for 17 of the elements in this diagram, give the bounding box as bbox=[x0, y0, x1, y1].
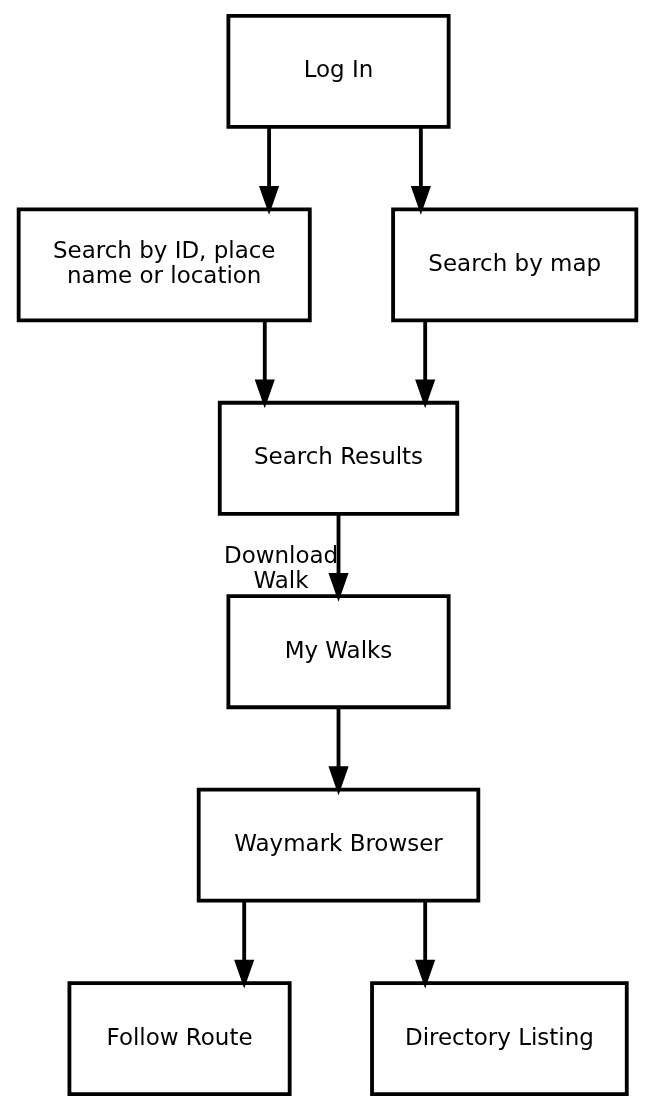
arrow bbox=[414, 320, 435, 409]
node-box: My Walks bbox=[225, 594, 451, 710]
arrow bbox=[414, 901, 435, 989]
arrow bbox=[258, 127, 279, 215]
node-box: Search by ID, place name or location bbox=[16, 207, 312, 323]
edge-label: Download Walk bbox=[223, 541, 338, 593]
arrow bbox=[327, 514, 349, 602]
arrow bbox=[410, 127, 431, 215]
node-box: Follow Route bbox=[67, 981, 292, 1097]
node-box: Search Results bbox=[217, 400, 459, 516]
arrow bbox=[327, 707, 349, 796]
node-box: Log In bbox=[225, 13, 451, 129]
arrow bbox=[233, 901, 254, 989]
node-box: Directory Listing bbox=[369, 981, 629, 1097]
node-box: Waymark Browser bbox=[196, 787, 480, 903]
node-box: Search by map bbox=[390, 207, 638, 323]
arrow bbox=[254, 320, 275, 409]
